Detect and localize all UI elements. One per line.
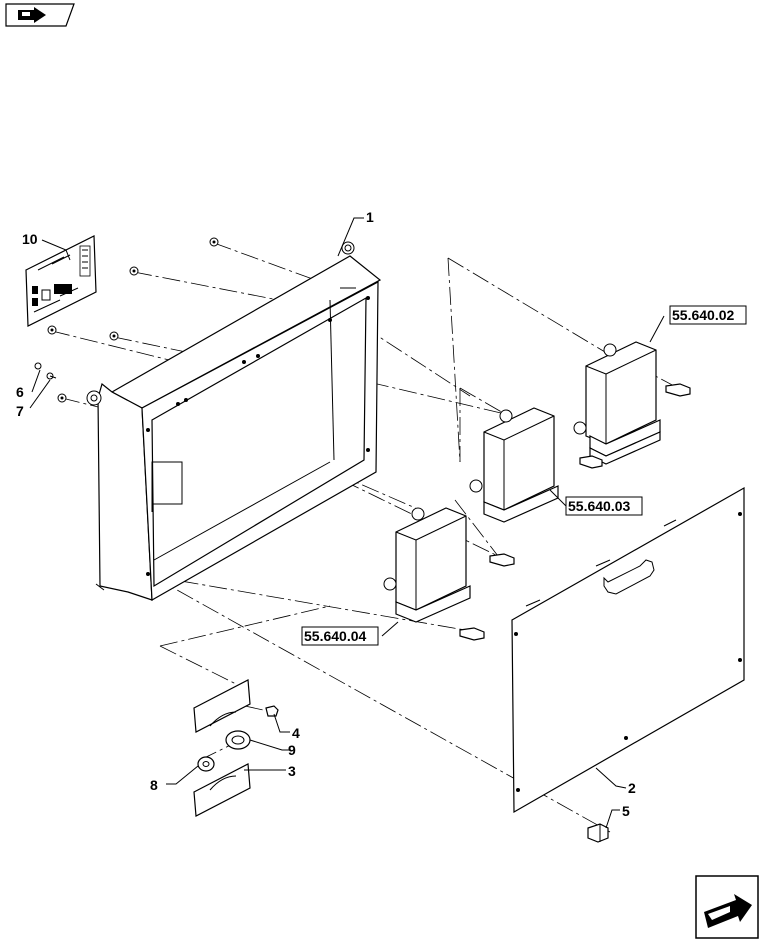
part-9-grommet [225, 730, 251, 750]
part-10-label-sticker [25, 235, 97, 327]
part-8-washer [197, 756, 215, 772]
next-arrow-icon [704, 894, 752, 928]
callout-2: 2 [628, 780, 636, 796]
ref-link-55-640-04[interactable]: 55.640.04 [301, 626, 379, 646]
callout-5: 5 [622, 803, 630, 819]
callout-7: 7 [16, 403, 24, 419]
part-3-gasket-plates [193, 679, 251, 817]
ref-link-55-640-03[interactable]: 55.640.03 [565, 496, 643, 516]
callout-3: 3 [288, 763, 296, 779]
ref-label-55-640-02: 55.640.02 [672, 307, 734, 323]
ref-label-55-640-04: 55.640.04 [304, 628, 366, 644]
callout-10: 10 [22, 231, 38, 247]
ref-link-55-640-02[interactable]: 55.640.02 [669, 305, 747, 325]
previous-page-button[interactable] [5, 3, 75, 27]
callout-9: 9 [288, 742, 296, 758]
part-2-cover-plate [511, 486, 745, 814]
callout-1: 1 [366, 209, 374, 225]
callout-8: 8 [150, 777, 158, 793]
part-5-bolt [587, 823, 609, 843]
module-55-640-03 [469, 407, 559, 567]
next-page-button[interactable] [695, 875, 759, 939]
module-55-640-02 [573, 341, 691, 469]
part-4-screw [265, 705, 279, 717]
callout-labels: 1 10 6 7 2 5 4 9 3 8 [16, 209, 636, 819]
hardware-small-parts [34, 237, 219, 403]
callout-6: 6 [16, 384, 24, 400]
part-1-housing-frame [86, 241, 382, 602]
callout-4: 4 [292, 725, 300, 741]
leader-lines [29, 217, 665, 829]
ref-label-55-640-03: 55.640.03 [568, 498, 630, 514]
module-55-640-04 [383, 507, 485, 641]
back-arrow-icon [18, 7, 46, 23]
